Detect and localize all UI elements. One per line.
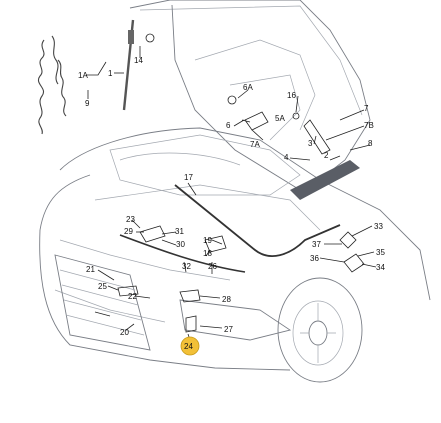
part-label-16[interactable]: 16	[287, 91, 296, 100]
part-label-20[interactable]: 20	[120, 328, 129, 337]
part-label-7B[interactable]: 7B	[364, 121, 374, 130]
clip-icon	[292, 112, 300, 120]
part-label-7[interactable]: 7	[364, 104, 369, 113]
part-label-21[interactable]: 21	[86, 265, 95, 274]
part-label-37[interactable]: 37	[312, 240, 321, 249]
part-label-26[interactable]: 26	[208, 262, 217, 271]
components	[117, 33, 365, 333]
part-label-3[interactable]: 3	[308, 139, 313, 148]
part-label-6A[interactable]: 6A	[243, 83, 253, 92]
part-label-8[interactable]: 8	[368, 139, 373, 148]
lever-icon	[185, 315, 197, 333]
part-label-19[interactable]: 19	[203, 236, 212, 245]
part-label-9[interactable]: 9	[85, 99, 90, 108]
part-label-1[interactable]: 1	[108, 69, 113, 78]
bolt-icon	[145, 33, 155, 43]
cable-clip-icon	[179, 289, 201, 303]
part-label-23[interactable]: 23	[126, 215, 135, 224]
part-label-17[interactable]: 17	[184, 173, 193, 182]
leader-lines	[86, 46, 377, 341]
part-label-28[interactable]: 28	[222, 295, 231, 304]
grommet-icon	[117, 285, 139, 297]
part-labels: 1A 1 14 9 6A 16 5A 6 7A 7 7B 3 2 4 8 17 …	[78, 56, 385, 351]
bracket-icon	[339, 231, 357, 249]
part-label-18[interactable]: 18	[203, 249, 212, 258]
hinge-bracket-icon	[244, 111, 269, 131]
lock-icon	[204, 235, 227, 253]
part-label-29[interactable]: 29	[124, 227, 133, 236]
part-label-31[interactable]: 31	[175, 227, 184, 236]
part-label-14[interactable]: 14	[134, 56, 143, 65]
release-handle-icon	[343, 253, 365, 273]
hood-seal-icon	[290, 160, 360, 200]
part-label-2[interactable]: 2	[324, 151, 329, 160]
hood-strut-icon	[128, 30, 134, 44]
signature-watermark	[38, 35, 67, 135]
part-label-7A[interactable]: 7A	[250, 140, 260, 149]
latch-icon	[139, 225, 166, 243]
part-label-32[interactable]: 32	[182, 262, 191, 271]
part-label-4[interactable]: 4	[284, 153, 289, 162]
part-label-36[interactable]: 36	[310, 254, 319, 263]
part-label-30[interactable]: 30	[176, 240, 185, 249]
car-body	[39, 0, 431, 383]
part-label-27[interactable]: 27	[224, 325, 233, 334]
part-label-6[interactable]: 6	[226, 121, 231, 130]
part-label-22[interactable]: 22	[128, 292, 137, 301]
part-label-5A[interactable]: 5A	[275, 114, 285, 123]
clip-icon	[227, 95, 237, 105]
part-label-24[interactable]: 24	[184, 342, 193, 351]
part-label-35[interactable]: 35	[376, 248, 385, 257]
part-label-1A[interactable]: 1A	[78, 71, 88, 80]
part-label-34[interactable]: 34	[376, 263, 385, 272]
highlight-marker	[180, 336, 200, 356]
part-label-25[interactable]: 25	[98, 282, 107, 291]
part-label-33[interactable]: 33	[374, 222, 383, 231]
hinge-arm-icon	[303, 119, 331, 155]
